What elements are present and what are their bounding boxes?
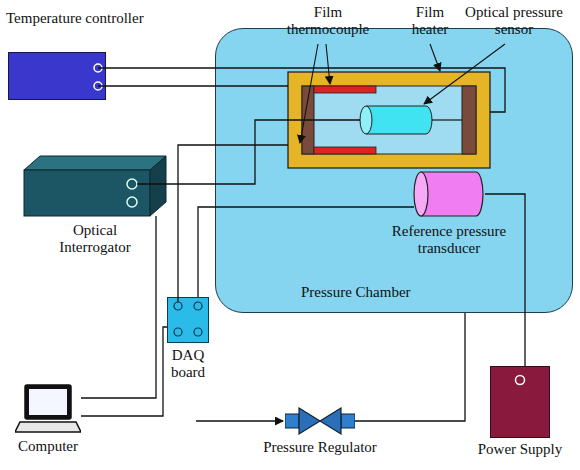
connector-wire [355,313,465,421]
gas-inlet-arrow [196,420,283,422]
node-label: Temperature controller [6,10,144,27]
instrument-box: Temperature controller [4,4,164,104]
node-label: Optical Interrogator [50,222,140,257]
callout-label: Optical pressure sensor [455,4,573,39]
terminal-symbol [167,297,209,343]
connector-wire [81,327,167,416]
valve-symbol [285,405,355,437]
computer-icon: Computer [12,383,84,455]
node-label: Reference pressure transducer [384,223,514,258]
terminal-symbol [490,366,550,438]
instrument-box: Optical Interrogator [15,150,175,257]
node-label: Power Supply [470,441,570,458]
node-label: Pressure Regulator [255,439,385,456]
node-label: Pressure Chamber [301,284,411,301]
regulator-icon: Pressure Regulator [255,405,385,456]
laptop-symbol [15,383,81,435]
transducer: Reference pressure transducer [384,169,514,258]
node-label: Computer [12,438,84,455]
transducer-cylinder [413,169,485,219]
pressure-chamber: Pressure Chamber Reference pressure trans… [215,28,573,313]
interrogator-body [20,150,170,220]
callout-label: Film heater [405,4,455,39]
terminal-symbol [8,52,106,100]
daq-body [167,297,209,343]
power-supply-body [490,366,550,438]
daq-box: DAQ board [160,297,216,382]
node-label: DAQ board [160,347,216,382]
controller-body [8,52,106,100]
callout-label: Film thermocouple [283,4,373,39]
power-supply-box: Power Supply [470,366,570,458]
